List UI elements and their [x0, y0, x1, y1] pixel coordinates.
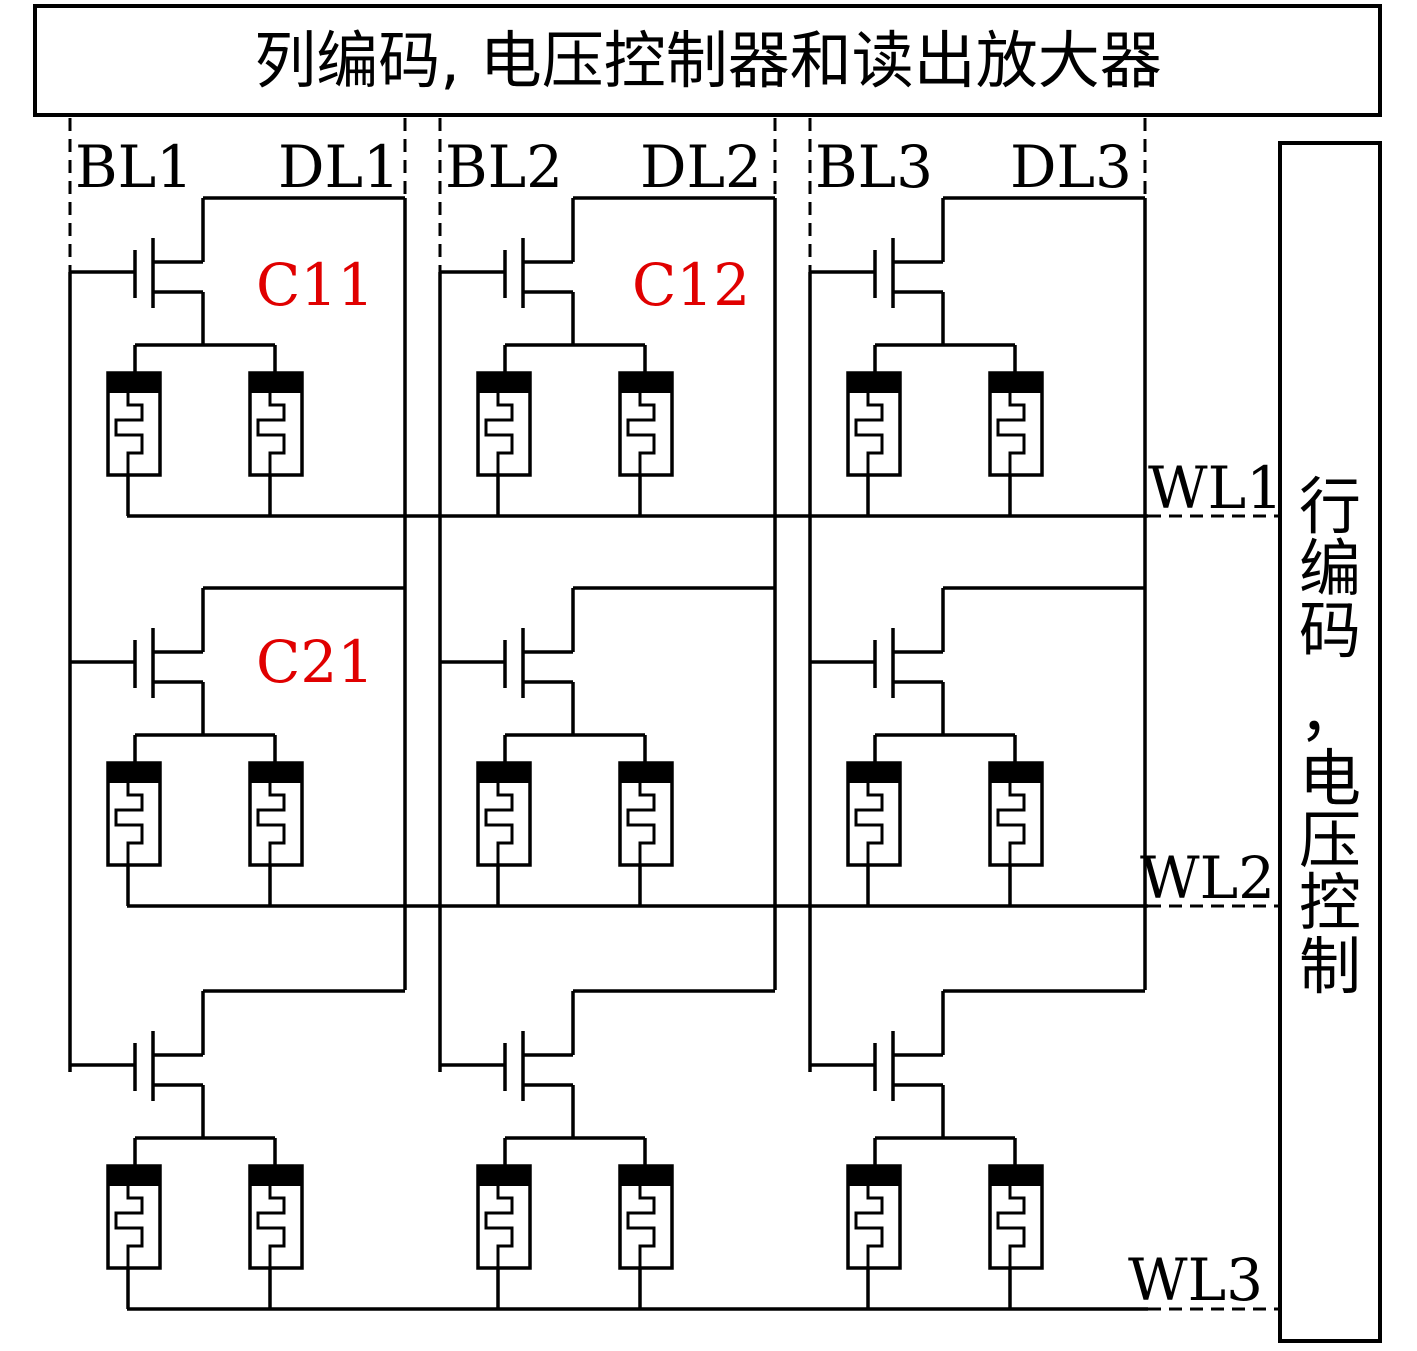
- cell-label-c12: C12: [632, 251, 750, 319]
- row-decoder-box: [1278, 141, 1382, 1343]
- dataline-label-3: DL3: [1010, 133, 1132, 201]
- memristor-electrode: [620, 763, 672, 783]
- memristor-electrode: [620, 1166, 672, 1186]
- bitline-label-1: BL1: [75, 133, 193, 201]
- memory-cell: [476, 1164, 674, 1270]
- memristor-path: [854, 1186, 884, 1268]
- memory-cell: [106, 1164, 304, 1270]
- memristor-electrode: [848, 373, 900, 393]
- memory-cell: [846, 761, 1044, 867]
- memristor-path: [484, 783, 514, 865]
- memristor-electrode: [108, 1166, 160, 1186]
- memristor-electrode: [478, 373, 530, 393]
- memristor-electrode: [848, 1166, 900, 1186]
- memory-cell: [476, 371, 674, 477]
- bitline-label-2: BL2: [445, 133, 563, 201]
- cell-label-c11: C11: [256, 251, 374, 319]
- memristor-path: [996, 1186, 1026, 1268]
- row-decoder-char: 制: [1299, 930, 1361, 1003]
- memory-cell: [846, 371, 1044, 477]
- memristor-electrode: [108, 373, 160, 393]
- memristor-electrode: [250, 763, 302, 783]
- memristor-path: [996, 783, 1026, 865]
- memristor-electrode: [848, 763, 900, 783]
- memristor-path: [626, 783, 656, 865]
- memristor-electrode: [990, 763, 1042, 783]
- memristor-path: [256, 393, 286, 475]
- memristor-electrode: [990, 373, 1042, 393]
- column-decoder-box: [33, 4, 1382, 117]
- memory-cell: [476, 761, 674, 867]
- memristor-electrode: [478, 1166, 530, 1186]
- memristor-electrode: [250, 1166, 302, 1186]
- bitline-label-3: BL3: [815, 133, 933, 201]
- row-decoder-char: ，: [1299, 677, 1361, 750]
- memristor-path: [484, 393, 514, 475]
- dataline-label-2: DL2: [640, 133, 762, 201]
- cell-label-c21: C21: [256, 628, 374, 696]
- memristor-path: [114, 1186, 144, 1268]
- memristor-path: [114, 393, 144, 475]
- memristor-path: [996, 393, 1026, 475]
- memristor-electrode: [108, 763, 160, 783]
- memristor-path: [256, 783, 286, 865]
- column-decoder-label: 列编码, 电压控制器和读出放大器: [254, 24, 1161, 97]
- memristor-path: [626, 1186, 656, 1268]
- dataline-label-1: DL1: [278, 133, 400, 201]
- row-decoder-char: 行: [1299, 470, 1361, 543]
- memristor-path: [256, 1186, 286, 1268]
- row-decoder-label: 行编码 ，电压控制: [1299, 470, 1361, 1003]
- wordline-label-2: WL2: [1140, 844, 1275, 912]
- row-decoder-char: 电: [1299, 742, 1361, 815]
- memristor-path: [854, 393, 884, 475]
- row-decoder-char: 编: [1299, 532, 1361, 605]
- wordline-label-3: WL3: [1128, 1246, 1263, 1314]
- memory-cell: [106, 761, 304, 867]
- row-decoder-char: 控: [1299, 866, 1361, 939]
- memristor-path: [854, 783, 884, 865]
- row-decoder-char: 压: [1299, 804, 1361, 877]
- memristor-electrode: [990, 1166, 1042, 1186]
- wordline-label-1: WL1: [1148, 454, 1283, 522]
- memristor-path: [114, 783, 144, 865]
- circuit-wires: [68, 118, 1280, 1311]
- memristor-path: [626, 393, 656, 475]
- memory-cell: [106, 371, 304, 477]
- row-decoder-char: 码: [1299, 594, 1361, 667]
- memory-cell: [846, 1164, 1044, 1270]
- memristor-electrode: [478, 763, 530, 783]
- memristor-electrode: [620, 373, 672, 393]
- memristor-path: [484, 1186, 514, 1268]
- memristor-electrode: [250, 373, 302, 393]
